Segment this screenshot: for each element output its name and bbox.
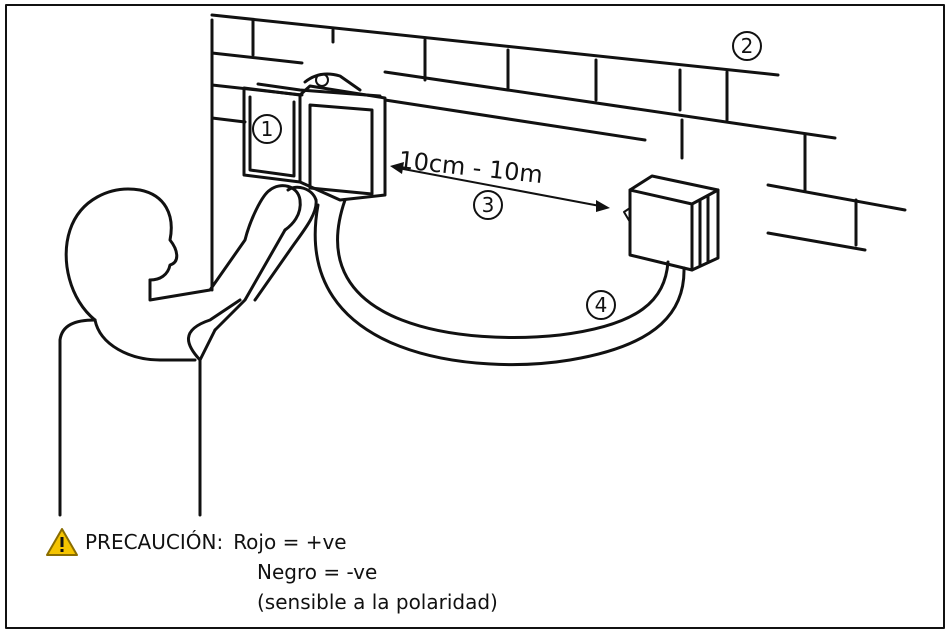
caution-notice: PRECAUCIÓN: Rojo = +ve Negro = -ve (sens… — [45, 527, 498, 617]
callout-illuminator: 1 — [252, 114, 282, 144]
caution-line-black: Negro = -ve — [257, 560, 378, 584]
diagram-border — [5, 4, 945, 629]
callout-wall: 2 — [732, 31, 762, 61]
distance-arrow — [390, 162, 610, 212]
callout-distance: 3 — [473, 190, 503, 220]
warning-triangle-icon — [46, 528, 78, 556]
caution-polarity-note: (sensible a la polaridad) — [257, 590, 498, 614]
power-supply-box — [623, 174, 720, 272]
caution-line-red: Rojo = +ve — [233, 530, 347, 554]
callout-cable: 4 — [586, 290, 616, 320]
person-figure — [58, 184, 318, 517]
cable — [313, 198, 686, 367]
illuminator-unit — [242, 72, 387, 202]
caution-label: PRECAUCIÓN: — [85, 530, 224, 554]
